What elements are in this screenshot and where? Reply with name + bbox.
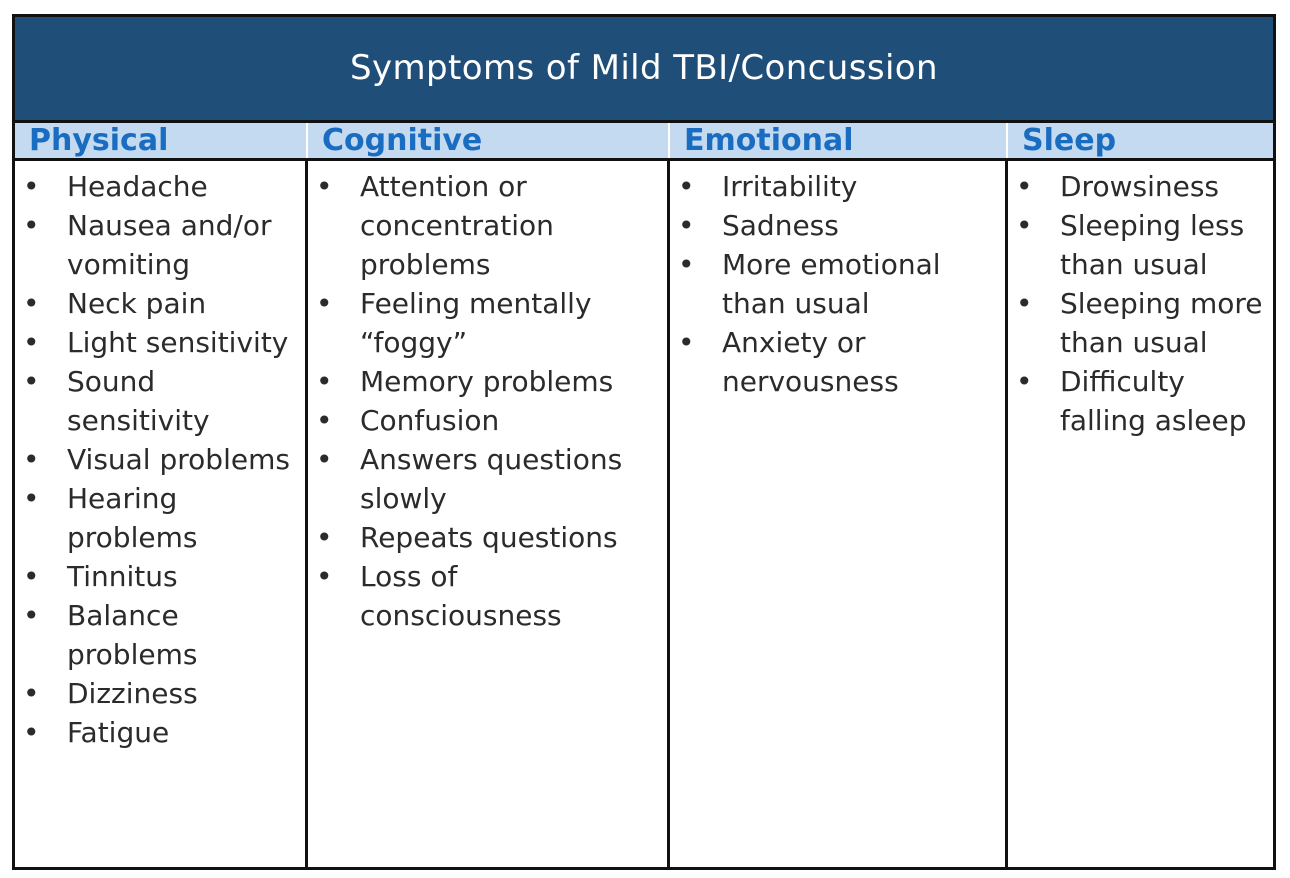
symptom-label: Confusion: [360, 404, 500, 437]
bullet-icon: •: [316, 287, 333, 320]
symptom-list: • Irritability • Sadness • More emotional tha…: [676, 167, 999, 401]
symptom-label: Visual problems: [67, 443, 290, 476]
bullet-icon: •: [23, 677, 40, 710]
symptom-label: Fatigue: [67, 716, 170, 749]
bullet-icon: •: [23, 482, 40, 515]
symptom-label: Repeats questions: [360, 521, 618, 554]
symptom-label: Hearing problems: [67, 482, 198, 554]
bullet-icon: •: [23, 170, 40, 203]
bullet-icon: •: [316, 404, 333, 437]
symptom-label: Sadness: [722, 209, 839, 242]
symptom-label: Attention or concentration problems: [360, 170, 554, 281]
symptom-list-item: • Repeats questions: [314, 518, 661, 557]
symptom-label: Loss of consciousness: [360, 560, 562, 632]
symptom-label: Sound sensitivity: [67, 365, 210, 437]
symptom-list-item: • Sleeping less than usual: [1014, 206, 1267, 284]
symptom-list-item: • Light sensitivity: [21, 323, 299, 362]
symptom-list: • Drowsiness • Sleeping less than usual • Sle…: [1014, 167, 1267, 440]
symptom-list-item: • Headache: [21, 167, 299, 206]
bullet-icon: •: [316, 365, 333, 398]
symptom-label: Memory problems: [360, 365, 614, 398]
column-header-label: Sleep: [1022, 123, 1117, 158]
symptom-label: Headache: [67, 170, 208, 203]
column-header-label: Emotional: [684, 123, 854, 158]
symptom-list-item: • Fatigue: [21, 713, 299, 752]
symptom-list-item: • Attention or concentration problems: [314, 167, 661, 284]
symptom-list-item: • Drowsiness: [1014, 167, 1267, 206]
column-header-emotional: Emotional: [670, 123, 1008, 158]
symptom-list-item: • Irritability: [676, 167, 999, 206]
symptom-list-item: • Neck pain: [21, 284, 299, 323]
bullet-icon: •: [23, 443, 40, 476]
bullet-icon: •: [678, 248, 695, 281]
bullet-icon: •: [23, 716, 40, 749]
symptom-label: Balance problems: [67, 599, 198, 671]
symptom-list-item: • Sadness: [676, 206, 999, 245]
column-header-physical: Physical: [15, 123, 308, 158]
bullet-icon: •: [678, 170, 695, 203]
bullet-icon: •: [678, 326, 695, 359]
symptom-label: Tinnitus: [67, 560, 178, 593]
bullet-icon: •: [23, 209, 40, 242]
column-header-sleep: Sleep: [1008, 123, 1273, 158]
symptom-label: Drowsiness: [1060, 170, 1220, 203]
column-header-label: Cognitive: [322, 123, 483, 158]
symptoms-table: Symptoms of Mild TBI/Concussion Physical…: [12, 14, 1276, 870]
column-header-label: Physical: [29, 123, 169, 158]
bullet-icon: •: [1016, 287, 1033, 320]
symptom-label: Neck pain: [67, 287, 207, 320]
symptom-list-item: • Hearing problems: [21, 479, 299, 557]
symptom-list-item: • Memory problems: [314, 362, 661, 401]
symptom-label: Sleeping more than usual: [1060, 287, 1263, 359]
bullet-icon: •: [23, 365, 40, 398]
symptom-label: Irritability: [722, 170, 858, 203]
symptom-label: Feeling mentally “foggy”: [360, 287, 592, 359]
symptom-list-item: • Answers questions slowly: [314, 440, 661, 518]
bullet-icon: •: [23, 287, 40, 320]
symptom-label: Nausea and/or vomiting: [67, 209, 272, 281]
symptom-label: Difficulty falling asleep: [1060, 365, 1247, 437]
bullet-icon: •: [1016, 209, 1033, 242]
bullet-icon: •: [1016, 365, 1033, 398]
symptom-list-item: • Loss of consciousness: [314, 557, 661, 635]
symptom-list-item: • More emotional than usual: [676, 245, 999, 323]
page-title: Symptoms of Mild TBI/Concussion: [350, 47, 938, 88]
symptom-label: More emotional than usual: [722, 248, 941, 320]
symptom-list: • Attention or concentration problems • Fee…: [314, 167, 661, 635]
bullet-icon: •: [23, 560, 40, 593]
bullet-icon: •: [23, 599, 40, 632]
symptom-list-item: • Nausea and/or vomiting: [21, 206, 299, 284]
symptom-list-item: • Dizziness: [21, 674, 299, 713]
bullet-icon: •: [1016, 170, 1033, 203]
symptom-list-item: • Sleeping more than usual: [1014, 284, 1267, 362]
symptom-list-item: • Tinnitus: [21, 557, 299, 596]
symptom-list-item: • Visual problems: [21, 440, 299, 479]
column-body-cognitive: • Attention or concentration problems • Fee…: [308, 161, 670, 867]
symptom-list-item: • Confusion: [314, 401, 661, 440]
symptom-label: Answers questions slowly: [360, 443, 623, 515]
table-title-band: Symptoms of Mild TBI/Concussion: [15, 17, 1273, 123]
symptom-list-item: • Balance problems: [21, 596, 299, 674]
symptom-list: • Headache • Nausea and/or vomiting • Neck pa…: [21, 167, 299, 752]
table-body-row: • Headache • Nausea and/or vomiting • Neck pa…: [15, 161, 1273, 867]
column-body-emotional: • Irritability • Sadness • More emotional tha…: [670, 161, 1008, 867]
bullet-icon: •: [316, 560, 333, 593]
bullet-icon: •: [23, 326, 40, 359]
symptom-label: Light sensitivity: [67, 326, 289, 359]
symptom-list-item: • Difficulty falling asleep: [1014, 362, 1267, 440]
symptom-label: Anxiety or nervousness: [722, 326, 899, 398]
table-header-row: Physical Cognitive Emotional Sleep: [15, 123, 1273, 161]
column-body-sleep: • Drowsiness • Sleeping less than usual • Sle…: [1008, 161, 1273, 867]
symptom-list-item: • Feeling mentally “foggy”: [314, 284, 661, 362]
bullet-icon: •: [316, 521, 333, 554]
column-body-physical: • Headache • Nausea and/or vomiting • Neck pa…: [15, 161, 308, 867]
symptom-label: Dizziness: [67, 677, 198, 710]
bullet-icon: •: [678, 209, 695, 242]
bullet-icon: •: [316, 170, 333, 203]
symptom-list-item: • Sound sensitivity: [21, 362, 299, 440]
symptom-list-item: • Anxiety or nervousness: [676, 323, 999, 401]
symptom-label: Sleeping less than usual: [1060, 209, 1245, 281]
column-header-cognitive: Cognitive: [308, 123, 670, 158]
bullet-icon: •: [316, 443, 333, 476]
